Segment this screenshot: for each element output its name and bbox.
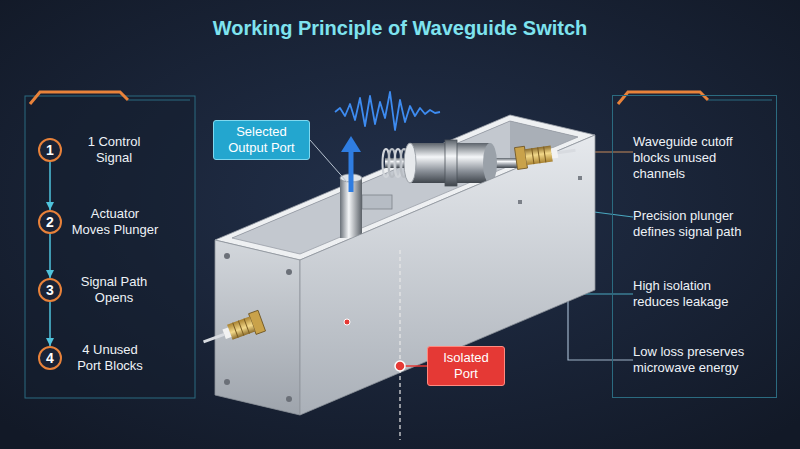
connector-insulator: [222, 328, 231, 339]
callout-leader: [310, 140, 347, 182]
panel-accent: [30, 92, 128, 104]
mount-hole: [224, 379, 230, 385]
step-number: 2: [40, 212, 60, 232]
connector-thread: [233, 323, 238, 338]
step-circle: 11 Control Signal: [38, 138, 62, 162]
step-label: Signal Path Opens: [70, 274, 158, 306]
plunger-collar: [445, 140, 457, 186]
mount-hole: [518, 200, 522, 204]
connector-pin: [557, 149, 575, 154]
step-label: 1 Control Signal: [70, 134, 158, 166]
callout-text: Isolated Port: [434, 350, 498, 382]
step-circle: 2Actuator Moves Plunger: [38, 210, 62, 234]
connector-body: [227, 317, 255, 340]
panel-accent-line: [708, 100, 772, 101]
mount-hole: [286, 269, 292, 275]
connector-body: [525, 146, 553, 165]
connector-thread: [238, 321, 243, 336]
step-circle: 3Signal Path Opens: [38, 278, 62, 302]
plunger-face: [404, 143, 416, 183]
callout-text: Selected Output Port: [220, 124, 303, 156]
connector-pin: [203, 333, 225, 343]
diagram-title: Working Principle of Waveguide Switch: [0, 17, 800, 40]
section-line: [399, 250, 400, 440]
features-panel: Waveguide cutoff blocks unused channelsP…: [612, 95, 777, 398]
connector-thread: [538, 147, 540, 163]
step-label: 4 Unused Port Blocks: [70, 342, 150, 374]
feature-note: Low loss preserves microwave energy: [633, 344, 749, 376]
waveguide-side-face: [300, 135, 595, 415]
step-arrow: [49, 162, 51, 210]
signal-arrow: [349, 150, 354, 192]
step-label: Actuator Moves Plunger: [70, 206, 160, 238]
microwave-signal: [335, 92, 440, 130]
feature-note: High isolation reduces leakage: [633, 278, 747, 310]
feature-note: Precision plunger defines signal path: [633, 208, 747, 240]
feature-note: Waveguide cutoff blocks unused channels: [633, 134, 733, 182]
step-number: 1: [40, 140, 60, 160]
signal-arrow-head: [341, 136, 361, 152]
port-callout: Isolated Port: [427, 346, 505, 386]
mount-hole: [578, 176, 582, 180]
steps-panel: [25, 96, 195, 398]
step-number: 4: [40, 348, 60, 368]
isolated-marker: [344, 319, 350, 325]
step-arrow: [49, 302, 51, 346]
connector-insulator: [551, 148, 558, 159]
step-arrow: [49, 234, 51, 278]
left-connector: [200, 310, 266, 352]
connector-thread: [244, 319, 249, 334]
connector-thread: [544, 147, 546, 163]
port-bracket: [362, 195, 392, 209]
panel-accent-line: [128, 100, 190, 101]
isolated-marker: [395, 361, 405, 371]
waveguide-end-face: [215, 240, 300, 415]
step-number: 3: [40, 280, 60, 300]
port-callout: Selected Output Port: [213, 120, 310, 160]
connector-thread: [532, 148, 534, 164]
mount-hole: [224, 253, 230, 259]
panel-accent: [618, 92, 708, 104]
mount-hole: [286, 396, 292, 402]
step-circle: 44 Unused Port Blocks: [38, 346, 62, 370]
right-connector: [515, 139, 577, 169]
